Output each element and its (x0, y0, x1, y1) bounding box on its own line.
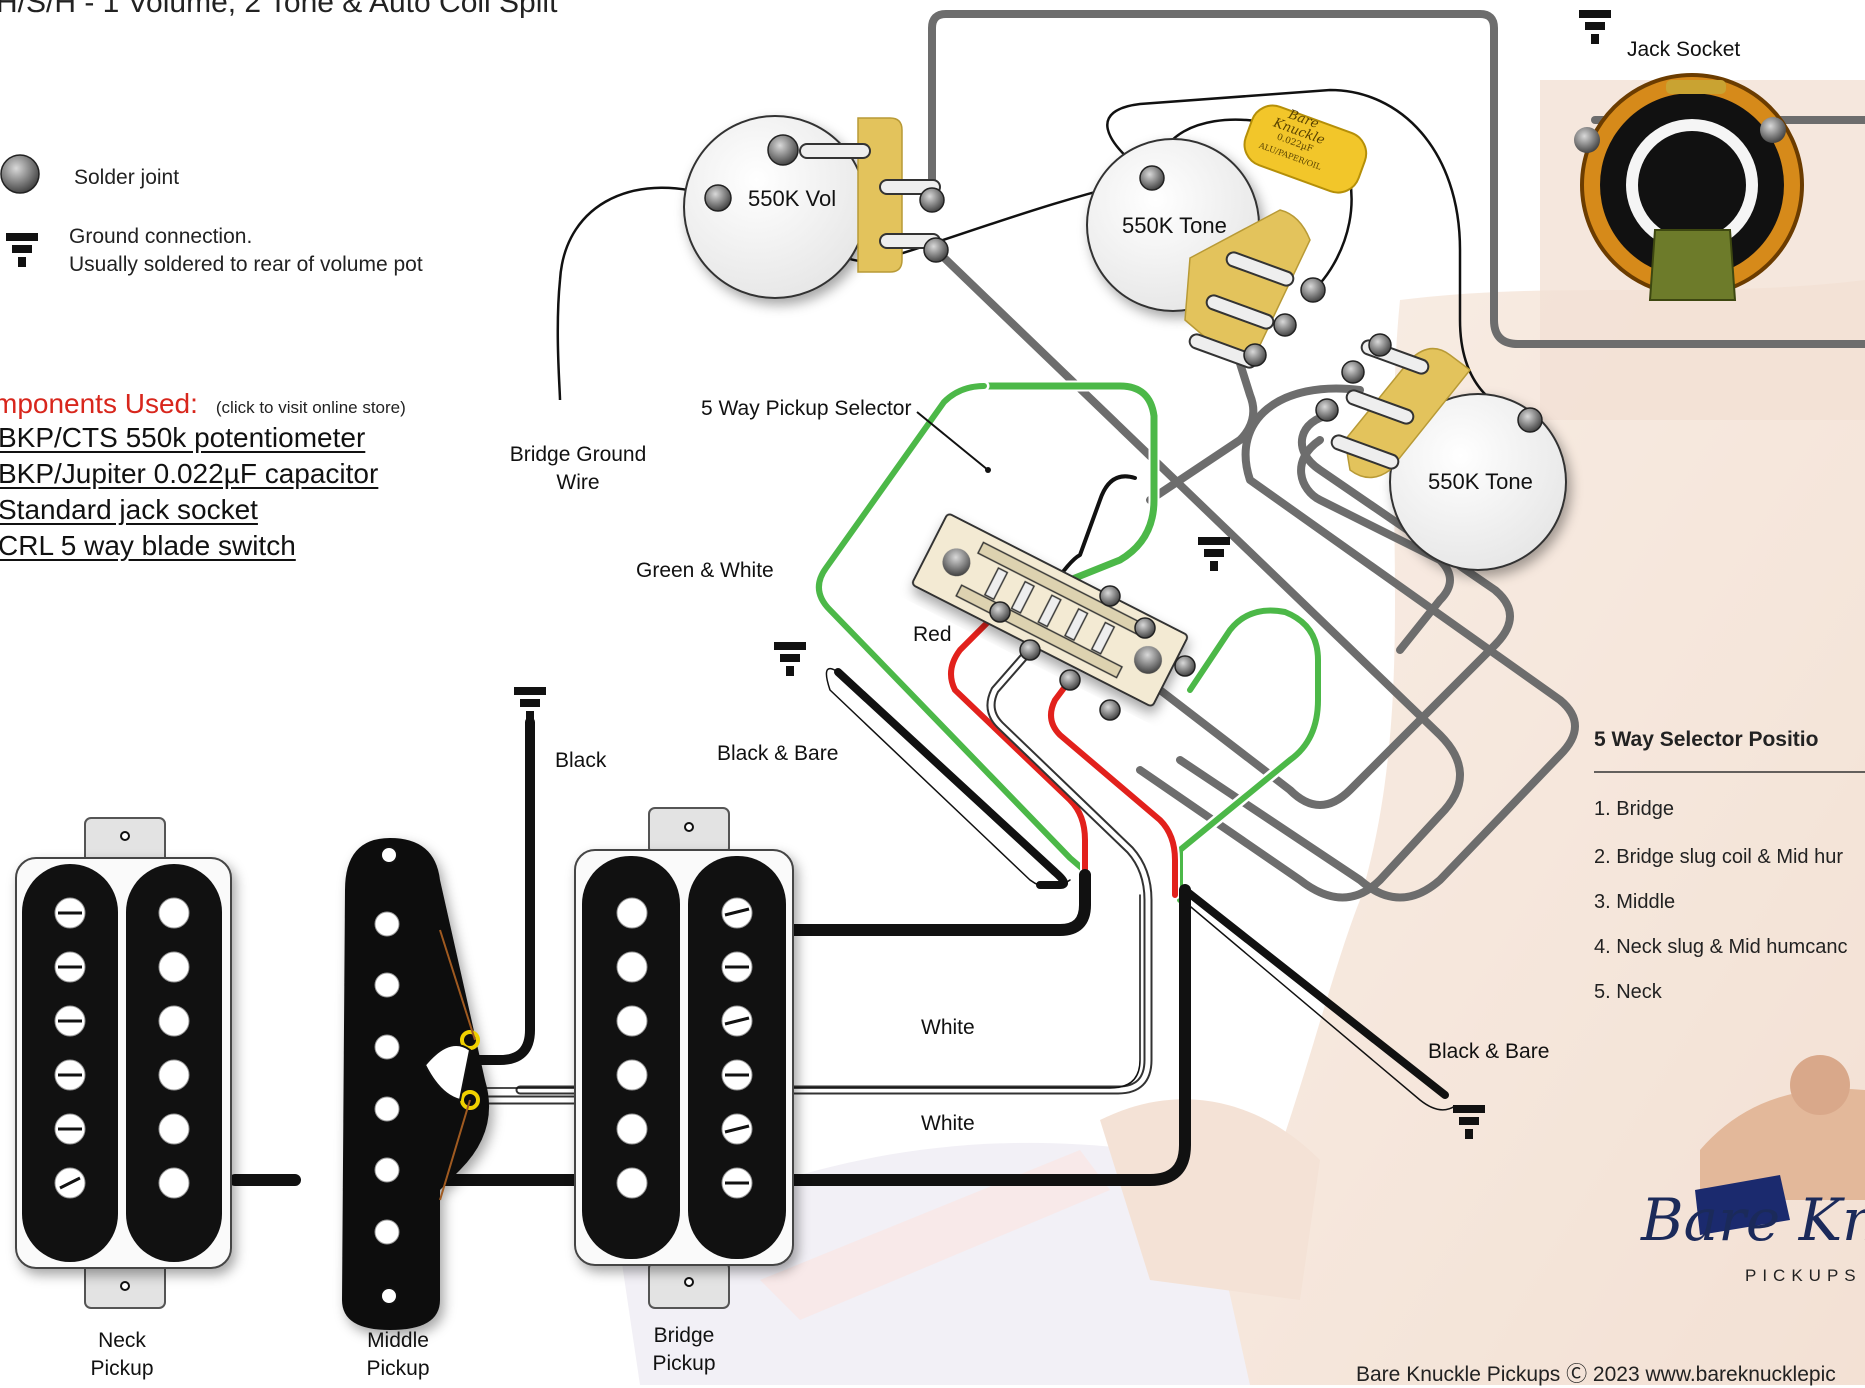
ground-icon (6, 233, 38, 267)
component-link-capacitor[interactable]: BKP/Jupiter 0.022µF capacitor (0, 458, 379, 489)
pot-tone2-label: 550K Tone (1428, 469, 1533, 494)
middle-pickup-label: Middle Pickup (348, 1329, 448, 1381)
bridge-ground-label-1: Bridge Ground (509, 443, 647, 466)
bridge-pickup-label-2: Pickup (652, 1352, 716, 1375)
selector-pointer-dot (985, 467, 991, 473)
selector-switch (911, 513, 1189, 707)
components-subheading: (click to visit online store) (215, 398, 406, 417)
bridge-pickup (574, 807, 794, 1309)
legend-ground-line2: Usually soldered to rear of volume pot (69, 253, 423, 276)
middle-pickup (342, 838, 490, 1330)
wires-grey (928, 10, 1865, 902)
brand-mascot (1695, 1055, 1865, 1235)
bridge-pickup-label-1: Bridge (653, 1324, 715, 1347)
capacitor (1243, 104, 1368, 194)
pole-pieces (54, 897, 753, 1245)
neck-pickup-label: Neck Pickup (72, 1329, 172, 1381)
position-item-3: 3. Middle (1594, 891, 1676, 913)
components-heading: mponents Used: (click to visit online sto… (0, 388, 406, 420)
jack-socket-label: Jack Socket (1627, 38, 1741, 61)
black-bare-label-2: Black & Bare (1428, 1040, 1550, 1063)
position-item-5: 5. Neck (1594, 981, 1662, 1003)
neck-pickup (15, 817, 232, 1309)
brand-logo-sub: PICKUPS (1745, 1266, 1862, 1285)
selector-label: 5 Way Pickup Selector (701, 397, 912, 420)
neck-pickup-label-1: Neck (98, 1329, 146, 1352)
middle-pickup-label-1: Middle (367, 1329, 429, 1352)
screw-slots (58, 907, 750, 1190)
selector-wires (515, 380, 1324, 1095)
green-white-label: Green & White (636, 559, 774, 582)
legend-ground-line1: Ground connection. (69, 225, 253, 248)
bridge-pickup-label: Bridge Pickup (634, 1324, 734, 1376)
position-item-4: 4. Neck slug & Mid humcanc (1594, 936, 1848, 958)
neck-pickup-label-2: Pickup (90, 1357, 154, 1380)
bridge-ground-label: Bridge Ground Wire (503, 443, 653, 495)
white-label-2: White (921, 1112, 975, 1135)
component-link-switch[interactable]: CRL 5 way blade switch (0, 530, 296, 561)
solder-joint-icon (0, 154, 40, 194)
page-title: H/S/H - 1 Volume, 2 Tone & Auto Coil Spl… (0, 0, 558, 19)
pot-tone1-label: 550K Tone (1122, 213, 1227, 238)
components-heading-text: mponents Used: (0, 388, 198, 419)
red-label: Red (913, 623, 952, 646)
pot-terminals (799, 143, 1430, 470)
middle-pickup-leads (423, 929, 480, 1201)
brand-logo-script: Bare Knu (1641, 1186, 1865, 1254)
position-item-2: 2. Bridge slug coil & Mid hur (1594, 846, 1844, 868)
solder-joints (704, 134, 1543, 721)
bridge-ground-label-2: Wire (556, 471, 600, 494)
position-item-1: 1. Bridge (1594, 798, 1675, 820)
middle-pickup-label-2: Pickup (366, 1357, 430, 1380)
black-label: Black (555, 749, 607, 772)
mount-screws (120, 822, 694, 1305)
ground-symbols (514, 10, 1611, 1139)
selector-pointer (916, 411, 989, 471)
legend-solder-joint: Solder joint (74, 166, 180, 189)
black-bare-label-1: Black & Bare (717, 742, 839, 765)
positions-heading: 5 Way Selector Positio (1594, 728, 1819, 751)
legend-icons (0, 154, 40, 267)
component-link-pot[interactable]: BKP/CTS 550k potentiometer (0, 422, 366, 453)
white-label-1: White (921, 1016, 975, 1039)
footer-credit: Bare Knuckle Pickups Ⓒ 2023 www.bareknuc… (1356, 1363, 1836, 1386)
pickup-wires (229, 667, 1456, 1186)
pot-tone-2 (1389, 393, 1567, 571)
pot-volume-label: 550K Vol (748, 186, 837, 211)
jack-socket (1574, 73, 1804, 301)
component-link-jack[interactable]: Standard jack socket (0, 494, 258, 525)
